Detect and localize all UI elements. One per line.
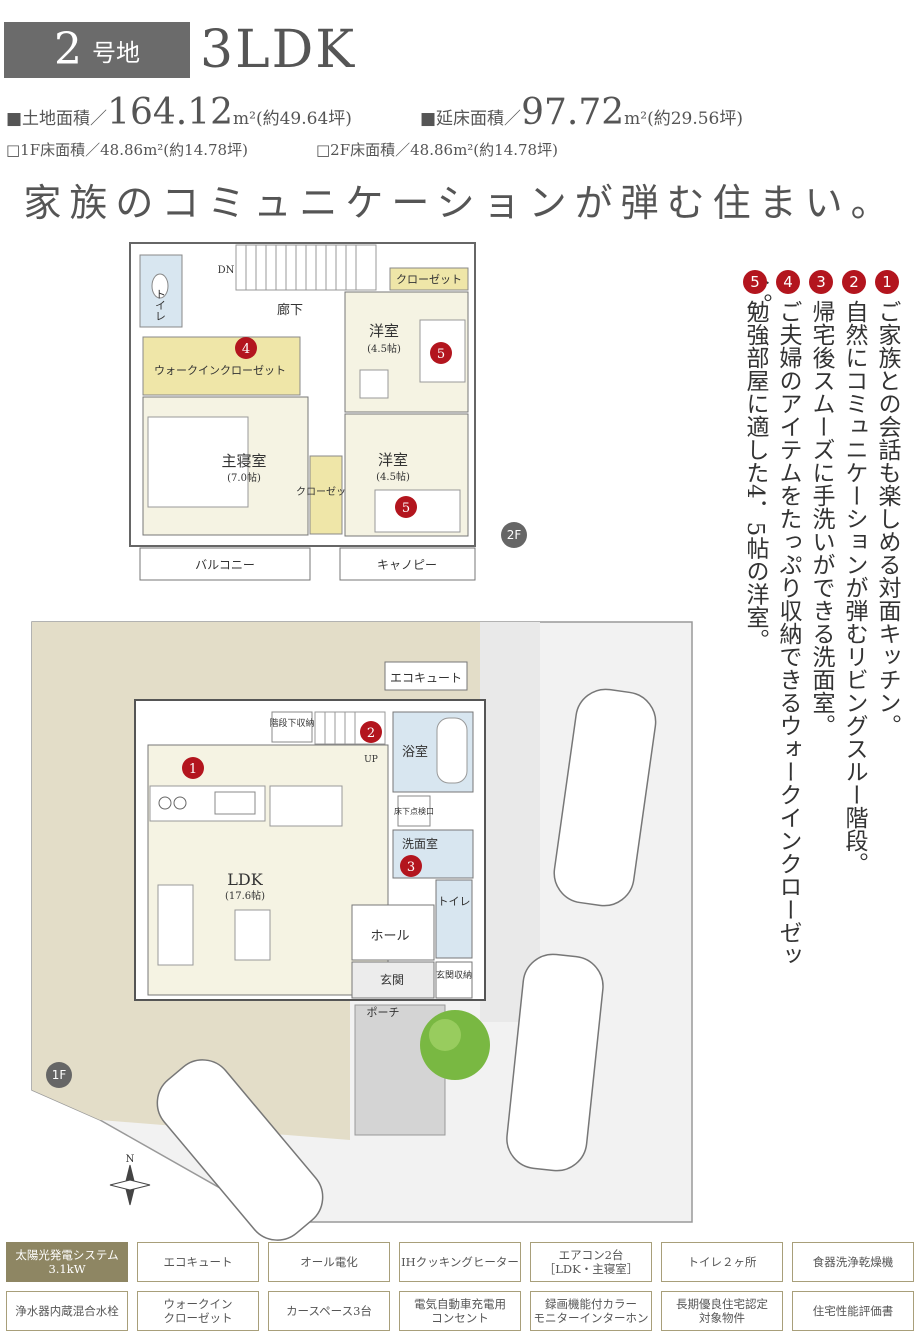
amenity-car-space: カースペース3台 bbox=[268, 1291, 390, 1331]
room-2f-balcony: バルコニー bbox=[195, 558, 255, 572]
amenity-ev-outlet: 電気自動車充電用コンセント bbox=[399, 1291, 521, 1331]
room-2f-toilet: トイレ bbox=[154, 289, 167, 322]
room-1f-washroom: 洗面室 bbox=[402, 836, 438, 851]
feature-item-2: 2自然にコミュニケーションが弾むリビングスルー階段。 bbox=[839, 270, 869, 875]
label-1f-up: UP bbox=[364, 755, 378, 765]
first-floor-area: □1F床面積／48.86m²(約14.78坪) bbox=[6, 141, 248, 159]
second-floor-area: □2F床面積／48.86m²(約14.78坪) bbox=[316, 141, 558, 159]
total-floor-area: ■延床面積／97.72m²(約29.56坪) bbox=[420, 92, 743, 133]
lot-badge: 2 号地 bbox=[4, 22, 190, 78]
room-2f-canopy: キャノピー bbox=[377, 558, 437, 572]
amenity-long-life-housing: 長期優良住宅認定対象物件 bbox=[661, 1291, 783, 1331]
amenity-ecocute: エコキュート bbox=[137, 1242, 259, 1282]
room-1f-under-stair: 階段下収納 bbox=[269, 717, 314, 729]
compass-north: N bbox=[126, 1154, 135, 1165]
room-2f-western-b-size: (4.5帖) bbox=[376, 470, 410, 483]
svg-text:2: 2 bbox=[367, 726, 375, 741]
room-2f-western-a: 洋室 bbox=[369, 322, 399, 340]
room-1f-ecocute: エコキュート bbox=[390, 671, 462, 685]
amenity-all-electric: オール電化 bbox=[268, 1242, 390, 1282]
lot-suffix: 号地 bbox=[92, 38, 140, 67]
room-2f-closet-top: クローゼット bbox=[396, 273, 462, 286]
plan-1f: エコキュート 階段下収納 2 UP 浴室 床下点検口 洗面室 3 1 LDK (… bbox=[31, 621, 693, 1241]
room-1f-underfloor: 床下点検口 bbox=[394, 806, 434, 816]
room-1f-bath: 浴室 bbox=[402, 744, 428, 760]
svg-text:4: 4 bbox=[242, 342, 250, 357]
room-2f-western-b: 洋室 bbox=[378, 451, 408, 469]
room-1f-ldk: LDK bbox=[227, 870, 263, 889]
amenity-aircon: エアコン2台［LDK・主寝室］ bbox=[530, 1242, 652, 1282]
plan-2f: トイレ DN 廊下 クローゼット 洋室 (4.5帖) 5 ウォークインクローゼッ… bbox=[129, 242, 476, 581]
amenity-dishwasher: 食器洗浄乾燥機 bbox=[792, 1242, 914, 1282]
room-1f-hall: ホール bbox=[370, 929, 409, 944]
floor-badge-2f: 2F bbox=[501, 522, 527, 548]
room-2f-master: 主寝室 bbox=[221, 452, 266, 470]
amenity-water-purifier: 浄水器内蔵混合水栓 bbox=[6, 1291, 128, 1331]
tagline: 家族のコミュニケーションが弾む住まい。 bbox=[23, 181, 897, 225]
room-2f-walkin: ウォークインクローゼット bbox=[154, 364, 286, 377]
svg-text:5: 5 bbox=[437, 347, 445, 362]
feature-item-4: 4ご夫婦のアイテムをたっぷり収納できるウォークインクローゼット。 bbox=[745, 270, 803, 990]
label-2f-dn: DN bbox=[218, 265, 235, 276]
room-2f-closet-mid: クローゼット bbox=[296, 486, 356, 498]
floor-badge-1f: 1F bbox=[46, 1062, 72, 1088]
svg-text:1: 1 bbox=[189, 762, 197, 777]
room-2f-master-size: (7.0帖) bbox=[227, 471, 261, 484]
amenity-intercom: 録画機能付カラーモニターインターホン bbox=[530, 1291, 652, 1331]
feature-list: 1ご家族との会話も楽しめる対面キッチン。 2自然にコミュニケーションが弾むリビン… bbox=[740, 270, 912, 990]
amenity-walkin-closet: ウォークインクローゼット bbox=[137, 1291, 259, 1331]
svg-text:5: 5 bbox=[402, 501, 410, 516]
room-1f-ldk-size: (17.6帖) bbox=[225, 889, 265, 902]
room-2f-western-a-size: (4.5帖) bbox=[367, 342, 401, 355]
room-1f-entrance: 玄関 bbox=[380, 972, 404, 987]
room-2f-hallway: 廊下 bbox=[277, 302, 303, 318]
room-1f-porch: ポーチ bbox=[367, 1006, 400, 1019]
amenity-ih-heater: IHクッキングヒーター bbox=[399, 1242, 521, 1282]
feature-item-5: 5勉強部屋に適した4．5帖の洋室。 bbox=[740, 270, 770, 651]
land-area: ■土地面積／164.12m²(約49.64坪) bbox=[6, 92, 352, 133]
feature-item-1: 1ご家族との会話も楽しめる対面キッチン。 bbox=[872, 270, 902, 737]
room-1f-entrance-storage: 玄関収納 bbox=[436, 969, 472, 981]
amenity-toilets: トイレ２ヶ所 bbox=[661, 1242, 783, 1282]
lot-number: 2 bbox=[54, 24, 82, 75]
amenity-performance-report: 住宅性能評価書 bbox=[792, 1291, 914, 1331]
svg-text:3: 3 bbox=[407, 860, 415, 875]
layout-title: 3LDK bbox=[200, 20, 357, 80]
room-1f-toilet: トイレ bbox=[438, 895, 471, 908]
feature-item-3: 3帰宅後スムーズに手洗いができる洗面室。 bbox=[806, 270, 836, 737]
